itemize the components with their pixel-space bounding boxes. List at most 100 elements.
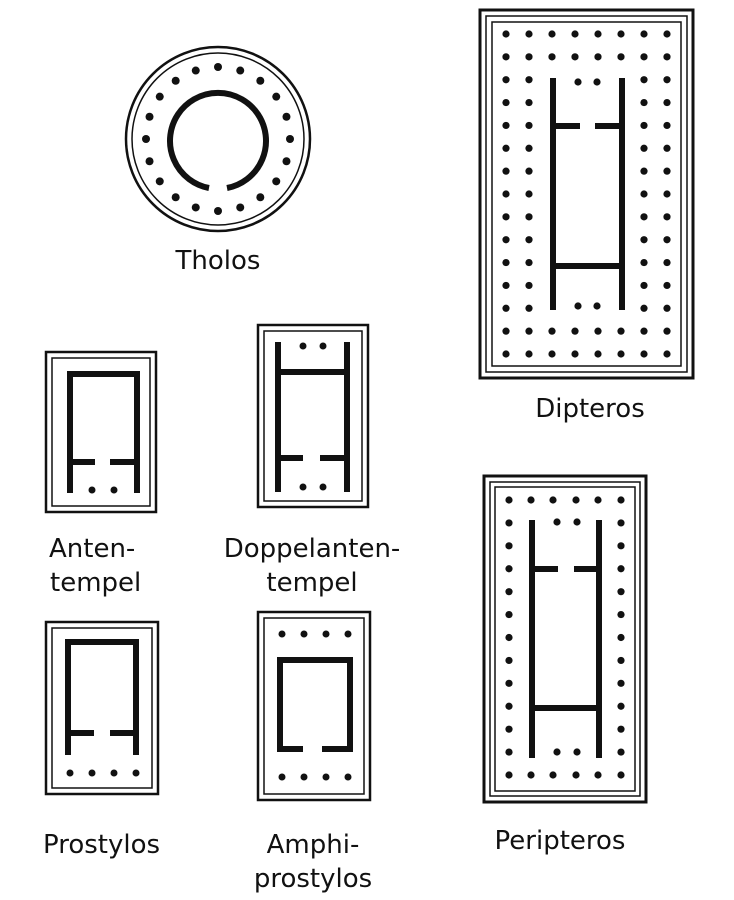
dipteros-column (640, 350, 648, 358)
label-antentempel-line1: Anten- (49, 534, 136, 564)
tholos-column (256, 76, 265, 85)
dipteros-column (502, 236, 510, 244)
dipteros-column (525, 258, 533, 267)
dipteros-column (640, 213, 648, 221)
dipteros-column (502, 190, 510, 198)
peripteros-column (594, 771, 602, 779)
dipteros-column (617, 327, 625, 335)
dipteros-column (663, 213, 671, 221)
peripteros-column (573, 518, 581, 526)
peripteros-column (505, 542, 513, 550)
dipteros-column (502, 327, 510, 335)
peripteros-column (505, 565, 513, 573)
dipteros-column (663, 121, 671, 130)
dipteros-column (502, 30, 510, 38)
peripteros-column (617, 633, 625, 642)
dipteros-column (525, 121, 533, 130)
dipteros-column (571, 350, 579, 358)
dipteros-column (640, 258, 648, 267)
label-prostylos: Prostylos (43, 830, 161, 860)
dipteros-column (663, 144, 671, 152)
tholos-column (155, 177, 164, 186)
prostylos-plan (44, 620, 160, 796)
peripteros-column (505, 702, 513, 710)
dipteros-column (525, 327, 533, 335)
dipteros-column (525, 350, 533, 358)
peripteros-column (617, 565, 625, 573)
peripteros-column (527, 771, 535, 779)
peripteros-column (572, 771, 580, 779)
dipteros-column (571, 53, 579, 61)
dipteros-column (594, 53, 602, 61)
tholos-column (272, 177, 281, 186)
dipteros-column (525, 281, 533, 290)
dipteros-column (502, 350, 510, 358)
dipteros-column (571, 30, 579, 38)
dipteros-column (640, 53, 648, 61)
peripteros-colonnade (505, 496, 625, 779)
peripteros-column (505, 588, 513, 596)
dipteros-column (502, 144, 510, 152)
label-antentempel-line2: tempel (50, 568, 142, 598)
dipteros-column (525, 213, 533, 221)
dipteros-column (640, 281, 648, 290)
tholos-column (236, 66, 245, 75)
peripteros-column (617, 748, 625, 756)
dipteros-column (593, 302, 601, 310)
dipteros-column (640, 190, 648, 198)
doppelantentempel-plan (256, 323, 370, 509)
dipteros-column (640, 327, 648, 335)
dipteros-column (525, 190, 533, 198)
tholos-column (171, 76, 180, 85)
peripteros-column (617, 771, 625, 779)
peripteros-column (505, 610, 513, 619)
dipteros-column (525, 304, 533, 312)
dipteros-column (502, 304, 510, 312)
peripteros-column (617, 656, 625, 665)
dipteros-column (594, 327, 602, 335)
label-amphiprostylos-line2: prostylos (253, 864, 373, 894)
dipteros-double-colonnade (502, 30, 671, 358)
dipteros-column (663, 167, 671, 175)
tholos-column (171, 193, 180, 202)
antentempel-plan (44, 350, 158, 514)
dipteros-column (640, 144, 648, 152)
peripteros-column (549, 496, 557, 504)
peripteros-column (505, 519, 513, 527)
peripteros-column (617, 679, 625, 687)
dipteros-column (663, 327, 671, 335)
dipteros-column (502, 258, 510, 267)
dipteros-column (525, 98, 533, 107)
peripteros-column (505, 748, 513, 756)
dipteros-column (548, 350, 556, 358)
dipteros-column (502, 281, 510, 290)
peripteros-column (505, 633, 513, 642)
tholos-column (145, 112, 154, 121)
dipteros-column (548, 53, 556, 61)
dipteros-plan (478, 8, 695, 380)
dipteros-column (617, 30, 625, 38)
label-amphiprostylos-line1: Amphi- (266, 830, 360, 860)
tholos-column (142, 135, 150, 143)
dipteros-column (617, 53, 625, 61)
dipteros-column (663, 281, 671, 290)
label-tholos: Tholos (175, 246, 261, 276)
tholos-column (282, 157, 291, 166)
dipteros-column (525, 76, 533, 84)
dipteros-column (617, 350, 625, 358)
peripteros-column (617, 519, 625, 527)
dipteros-column (663, 53, 671, 61)
dipteros-column (640, 121, 648, 130)
amphiprostylos-plan (256, 610, 372, 802)
dipteros-column (525, 53, 533, 61)
tholos-column (256, 193, 265, 202)
tholos-column (214, 63, 222, 71)
label-doppelantentempel-line2: tempel (266, 568, 358, 598)
dipteros-column (502, 213, 510, 221)
dipteros-column (640, 236, 648, 244)
dipteros-column (502, 76, 510, 84)
tholos-column (272, 92, 281, 101)
dipteros-column (525, 30, 533, 38)
peripteros-column (617, 496, 625, 504)
peripteros-column (505, 771, 513, 779)
